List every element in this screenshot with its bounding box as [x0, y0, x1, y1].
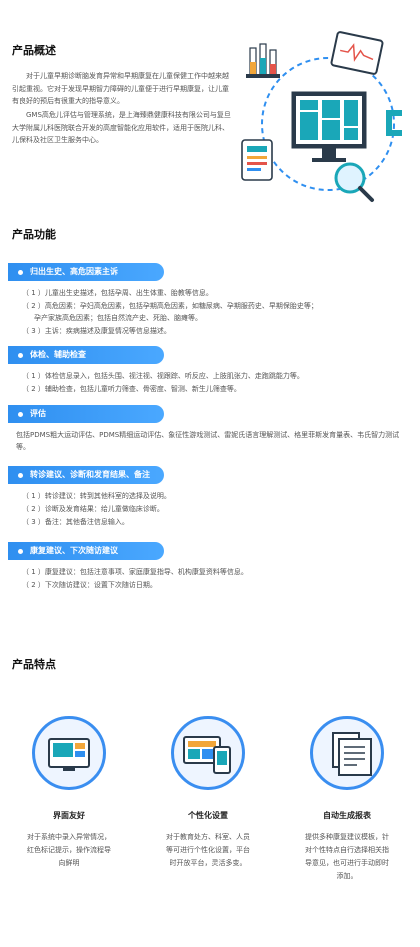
card-title: 个性化设置	[188, 811, 228, 820]
feature-item: （ 2 ）高危因素：孕妇高危因素，包括孕期高危因素，如糖尿病、孕期服药史、早期保…	[22, 302, 318, 310]
feature-heading-rehab: 康复建议、下次随访建议	[8, 542, 164, 560]
card-title: 自动生成报表	[323, 811, 371, 820]
feature-heading-physical-exam: 体检、辅助检查	[8, 346, 164, 364]
document-icon	[332, 732, 372, 776]
feature-item: 包括PDMS粗大运动评估、PDMS精细运动评估、象征性游戏测试、雷妮氏语言理解测…	[16, 431, 400, 451]
bracket-icon	[386, 110, 402, 136]
card-description: 对于教育处方、科室、人员等可进行个性化设置，平台时开放平台，灵活多变。	[166, 833, 250, 867]
magnifier-icon	[334, 162, 374, 202]
monitor-icon	[291, 91, 367, 162]
feature-heading-birth-history: 归出生史、高危因素主诉	[8, 263, 164, 281]
overview-title: 产品概述	[12, 44, 56, 57]
characteristics-title: 产品特点	[12, 658, 56, 671]
feature-item: （ 1 ）康复建议：包括注意事项、家庭康复指导、机构康复资料等信息。	[22, 568, 248, 576]
test-tubes-icon	[246, 43, 280, 78]
card-description: 提供多种康复建议模板，针对个性特点自行选择相关指导意见，也可进行手动即时添加。	[305, 833, 389, 880]
overview-paragraph-2: GMS高危儿评估与管理系统，是上海臻鼎健康科技有限公司与复旦大学附属儿科医院联合…	[12, 111, 231, 144]
feature-item: （ 3 ）备注：其他备注信息输入。	[22, 518, 129, 526]
feature-item: （ 2 ）辅助检查，包括儿童听力筛查、骨密度、智测、新生儿筛查等。	[22, 385, 241, 393]
features-title: 产品功能	[12, 228, 56, 241]
monitor-screen-icon	[48, 738, 90, 771]
feature-item: （ 1 ）转诊建议：转到其他科室的选择及说明。	[22, 492, 171, 500]
devices-icon	[183, 736, 231, 774]
feature-item: （ 1 ）儿童出生史描述，包括孕周、出生体重、胎教等信息。	[22, 289, 213, 297]
feature-item: （ 2 ）下次随访建议：设置下次随访日期。	[22, 581, 157, 589]
feature-item: （ 2 ）诊断及发育结果：给儿童做临床诊断。	[22, 505, 164, 513]
overview-paragraph-1: 对于儿童早期诊断脑发育异常和早期康复在儿童保健工作中越来越引起重视。它对于发现早…	[12, 72, 229, 105]
feature-heading-assessment: 评估	[8, 405, 164, 423]
feature-item: （ 3 ）主诉：疾病描述及康复情况等信息描述。	[22, 327, 171, 335]
product-illustration	[241, 31, 402, 202]
feature-item: 孕产家族高危因素；包括自然流产史、死胎、脑瘫等。	[34, 314, 202, 322]
feature-item: （ 1 ）体检信息录入，包括头围、视注视、视跟踪、听反应、上肢肌张力、走跑跳能力…	[22, 372, 304, 380]
heartbeat-card-icon	[330, 31, 384, 75]
card-description: 对于系统中录入异常情况，红色标记提示，操作流程导向鲜明	[27, 833, 111, 867]
card-title: 界面友好	[53, 811, 85, 820]
tablet-icon	[241, 139, 273, 181]
feature-heading-referral: 转诊建议、诊断和发育结果、备注	[8, 466, 164, 484]
